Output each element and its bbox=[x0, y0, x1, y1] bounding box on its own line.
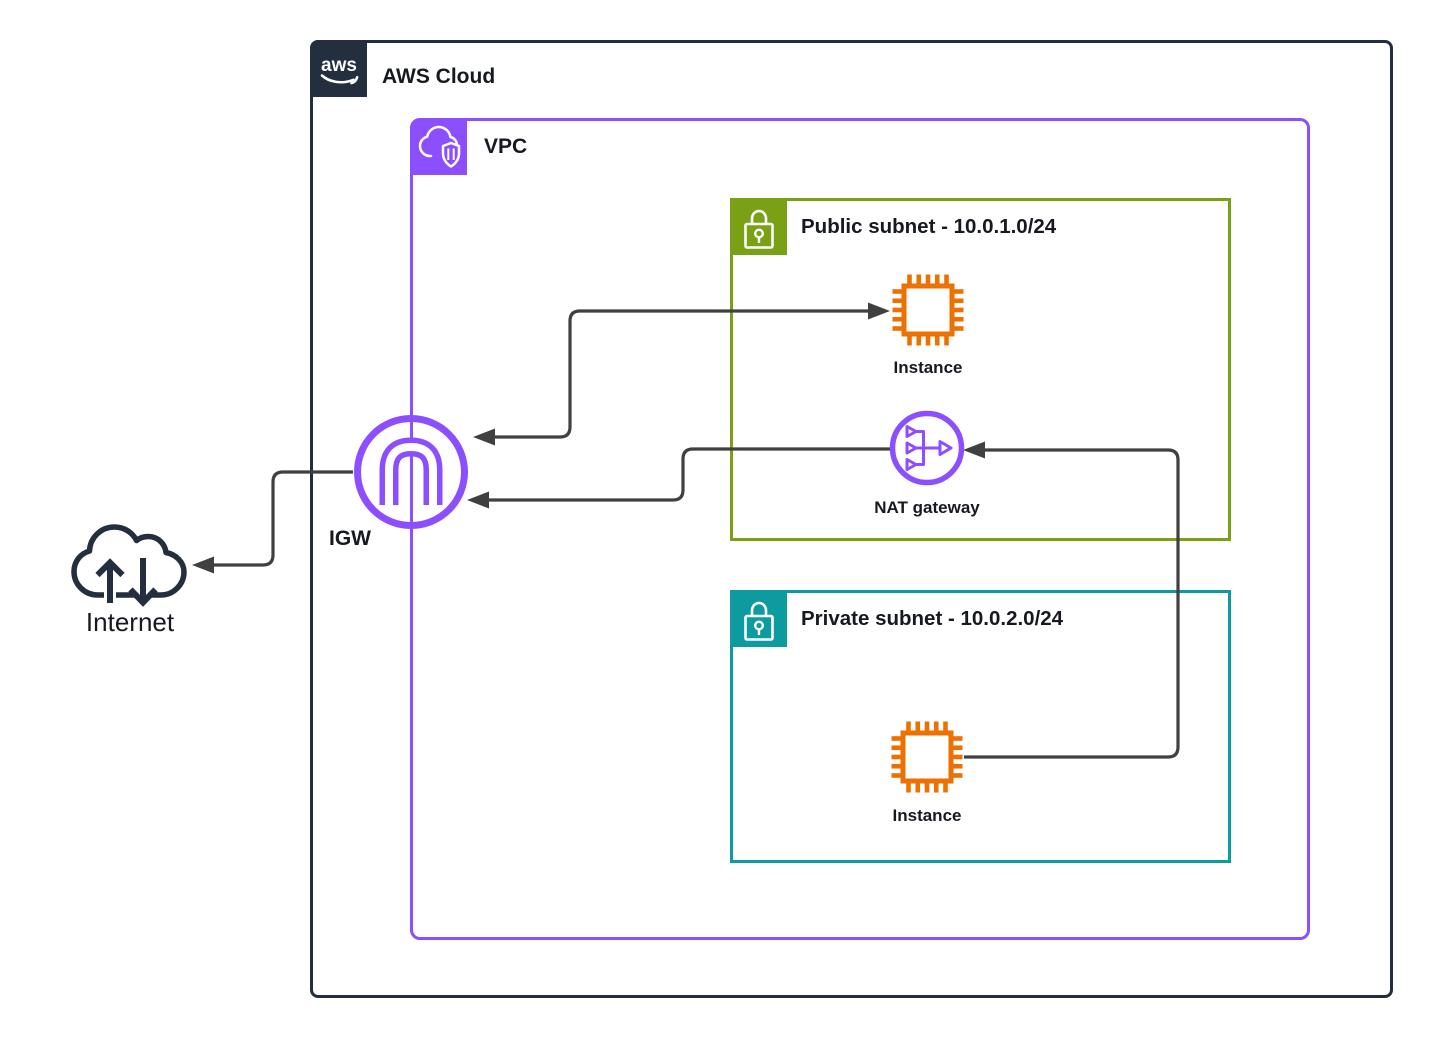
internet-label: Internet bbox=[85, 607, 175, 637]
igw-label: IGW bbox=[329, 527, 371, 550]
arrowhead-into-public-instance bbox=[868, 302, 890, 320]
connector-igw-internet bbox=[214, 470, 353, 567]
private-subnet-container bbox=[730, 590, 1231, 863]
vpc-container bbox=[410, 118, 1310, 940]
connector-igw-public-instance bbox=[495, 309, 868, 439]
arrowhead-into-nat bbox=[963, 441, 985, 459]
nat-gateway-icon bbox=[889, 410, 965, 486]
connector-nat-igw bbox=[489, 447, 890, 502]
nat-gateway-label: NAT gateway bbox=[874, 498, 980, 517]
internet-cloud-icon bbox=[71, 524, 187, 607]
arrowhead-into-igw-lower bbox=[467, 491, 489, 509]
private-instance-icon bbox=[891, 721, 963, 793]
private-subnet-lock-icon bbox=[730, 590, 787, 647]
aws-cloud-container bbox=[310, 40, 1393, 998]
public-instance-icon bbox=[892, 274, 964, 346]
aws-cloud-label: AWS Cloud bbox=[382, 65, 496, 88]
aws-logo-icon: aws bbox=[320, 55, 358, 84]
aws-logo-text: aws bbox=[321, 55, 357, 76]
public-subnet-label: Public subnet - 10.0.1.0/24 bbox=[801, 215, 1057, 238]
vpc-icon bbox=[410, 118, 467, 175]
internet-gateway-icon bbox=[354, 415, 468, 529]
vpc-label: VPC bbox=[484, 135, 528, 158]
public-subnet-lock-icon bbox=[730, 198, 787, 255]
private-instance-label: Instance bbox=[892, 806, 962, 825]
public-instance-label: Instance bbox=[893, 358, 963, 377]
arrowhead-into-igw-upper bbox=[473, 428, 495, 446]
public-subnet-container bbox=[730, 198, 1231, 541]
aws-cloud-icon: aws bbox=[310, 40, 367, 97]
arrowhead-into-internet bbox=[192, 556, 214, 574]
private-subnet-label: Private subnet - 10.0.2.0/24 bbox=[801, 607, 1064, 630]
connector-private-instance-nat bbox=[964, 448, 1180, 759]
